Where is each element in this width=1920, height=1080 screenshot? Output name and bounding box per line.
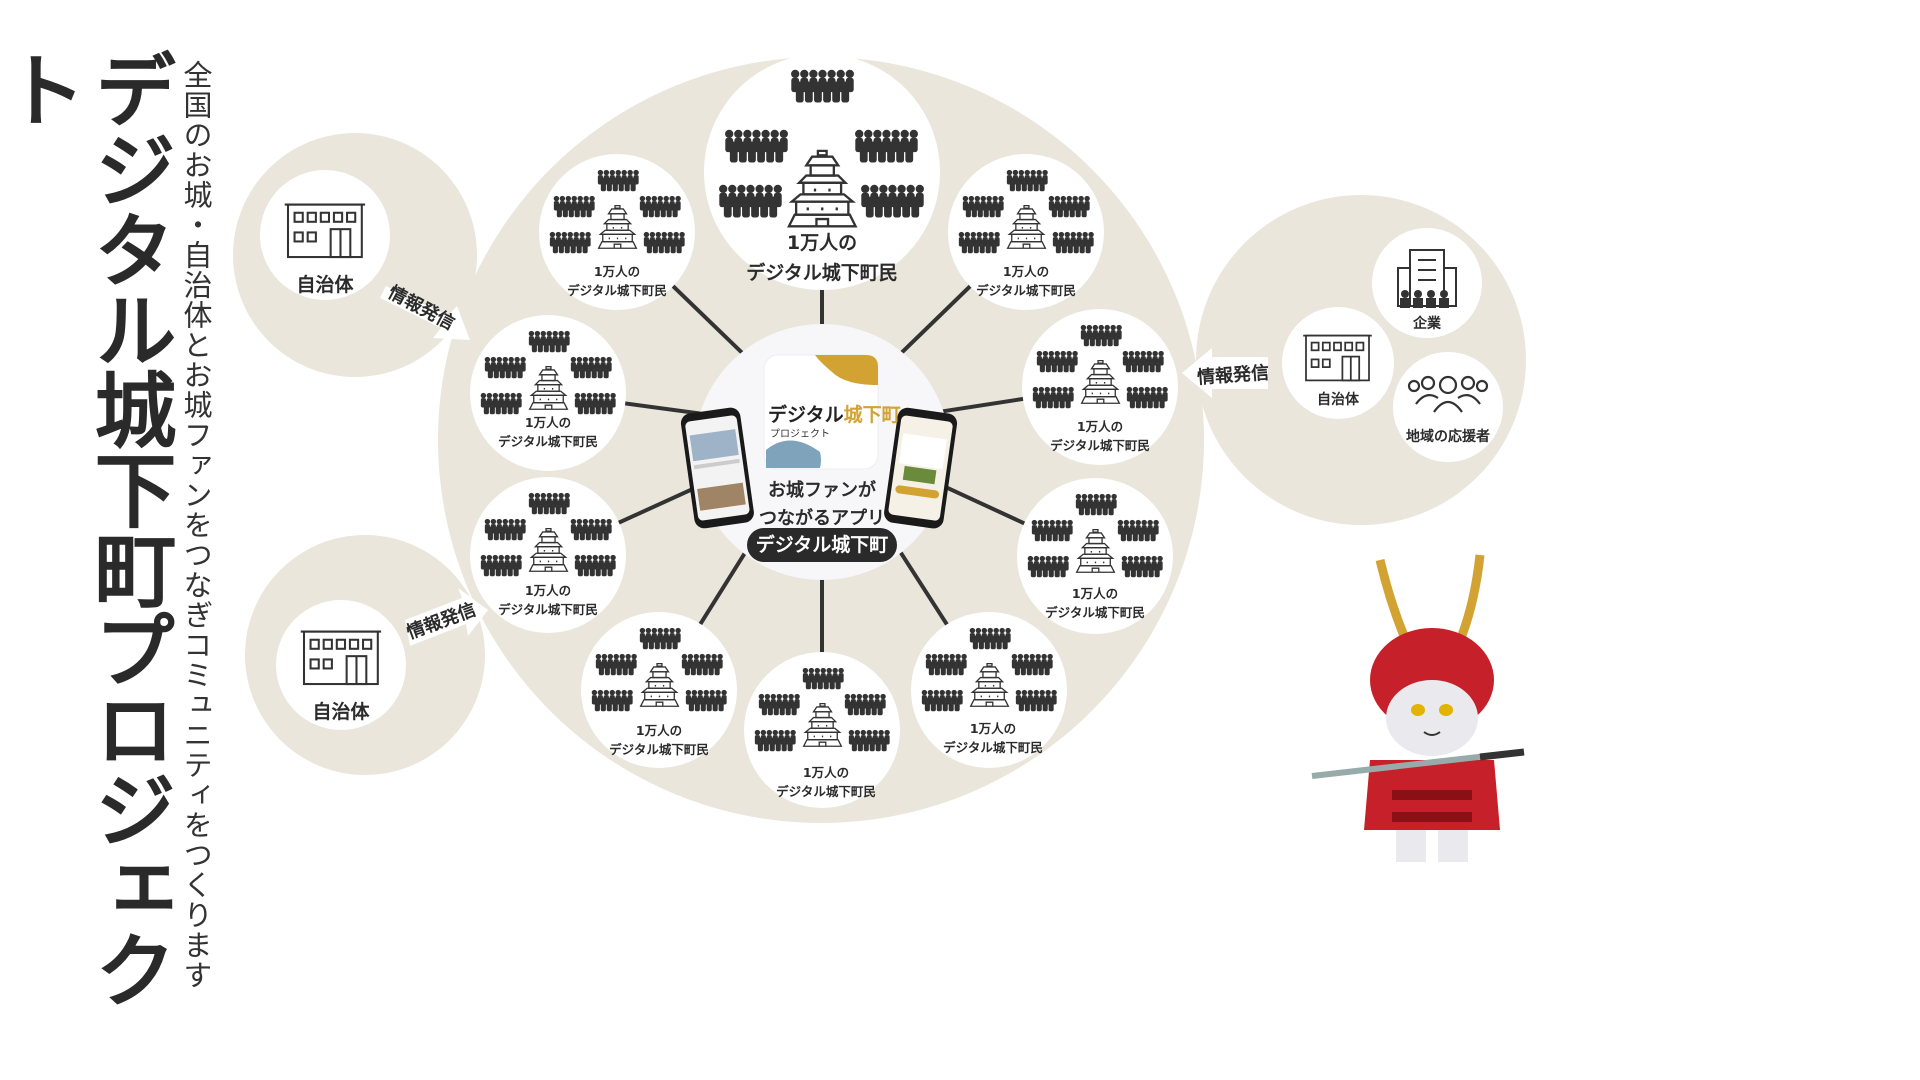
community-label: 1万人の デジタル城下町民 (933, 719, 1053, 757)
community-label: 1万人の デジタル城下町民 (766, 763, 886, 801)
community-label-line1: 1万人の (802, 765, 850, 780)
app-caption-line1: お城ファンが (768, 480, 876, 501)
community-label-line2: デジタル城下町民 (609, 742, 709, 757)
community-label-line1: 1万人の (786, 232, 858, 254)
community-label-line2: デジタル城下町民 (1050, 438, 1150, 453)
app-name-pill: デジタル城下町 (747, 528, 897, 562)
community-label-line1: 1万人の (969, 721, 1017, 736)
right-item-gov: 自治体 (1317, 392, 1359, 408)
samurai-mascot-icon (1311, 554, 1525, 862)
community-label: 1万人の デジタル城下町民 (599, 721, 719, 759)
community-label-line2: デジタル城下町民 (1045, 605, 1145, 620)
app-caption: お城ファンが つながるアプリ (752, 477, 892, 533)
community-label-line2: デジタル城下町民 (976, 283, 1076, 298)
app-logo-kanji: 城下町 (843, 404, 901, 426)
community-label-line1: 1万人の (1002, 264, 1050, 279)
community-label-line1: 1万人の (593, 264, 641, 279)
community-label: 1万人の デジタル城下町民 (488, 413, 608, 451)
app-logo-word: デジタル (768, 404, 844, 426)
community-label: 1万人の デジタル城下町民 (1035, 584, 1155, 622)
community-label-line2: デジタル城下町民 (943, 740, 1043, 755)
community-label: 1万人の デジタル城下町民 (966, 262, 1086, 300)
right-item-company: 企業 (1413, 316, 1441, 332)
app-logo-sub: プロジェクト (770, 429, 830, 440)
app-logo-text: デジタル城下町 (768, 400, 901, 427)
community-label: 1万人の デジタル城下町民 (488, 581, 608, 619)
community-label-line2: デジタル城下町民 (776, 784, 876, 799)
community-label: 1万人の デジタル城下町民 (557, 262, 677, 300)
community-label-line1: 1万人の (524, 583, 572, 598)
community-label-line2: デジタル城下町民 (498, 434, 598, 449)
app-caption-line2: つながるアプリ (759, 508, 885, 529)
community-label-line1: 1万人の (1076, 419, 1124, 434)
gov-label-bottom: 自治体 (312, 701, 370, 723)
gov-label-top: 自治体 (296, 274, 354, 296)
community-label-line2: デジタル城下町民 (498, 602, 598, 617)
right-item-supporters: 地域の応援者 (1406, 429, 1490, 445)
community-label-line1: 1万人の (635, 723, 683, 738)
community-people-icon (1407, 375, 1489, 413)
community-label-line2: デジタル城下町民 (567, 283, 667, 298)
community-label: 1万人の デジタル城下町民 (1040, 417, 1160, 455)
community-label-line1: 1万人の (1071, 586, 1119, 601)
info-arrow-label-right: 情報発信 (1196, 362, 1270, 389)
page-subtitle: 全国のお城・自治体とお城ファンをつなぎコミュニティをつくります (179, 60, 213, 990)
community-label-line1: 1万人の (524, 415, 572, 430)
community-label-line2: デジタル城下町民 (746, 262, 898, 284)
small-communities (470, 154, 1178, 808)
community-label-main: 1万人の デジタル城下町民 (742, 228, 902, 288)
page-title: デジタル城下町プロジェクト (0, 48, 175, 1008)
